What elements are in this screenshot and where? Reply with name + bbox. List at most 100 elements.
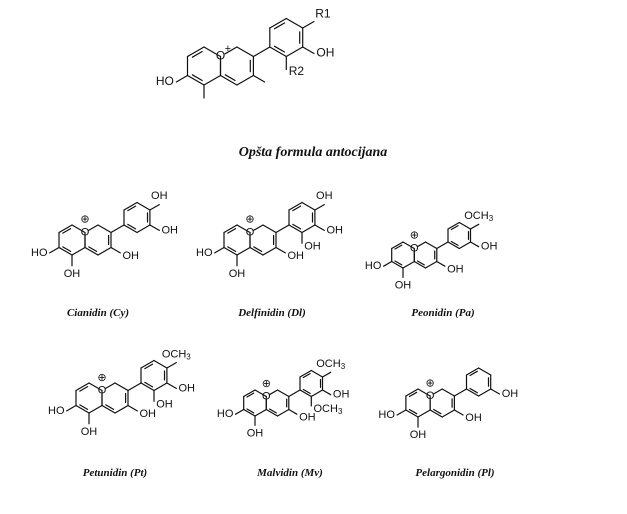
ring-b-bond xyxy=(140,359,155,369)
ring-b-link-bond xyxy=(453,388,468,397)
double-bond xyxy=(224,74,236,82)
ring-c-bond xyxy=(249,246,264,256)
ring-b-bond xyxy=(153,382,168,392)
substituent-bond xyxy=(436,260,446,267)
substituent-bond xyxy=(302,46,315,55)
double-bond xyxy=(469,370,478,377)
ring-c-bond xyxy=(276,389,290,398)
substituent-r1: R1 xyxy=(315,6,331,20)
ring-c-bond xyxy=(114,382,129,392)
substituent-5prime: OCH3 xyxy=(314,403,343,416)
substituent-bond xyxy=(166,362,177,369)
ring-b-bond xyxy=(285,17,304,29)
ring-oxygen-label: O xyxy=(262,390,271,402)
substituent-4prime: OH xyxy=(179,382,196,394)
ring-a-bond xyxy=(254,408,267,417)
ring-c-bond xyxy=(224,46,238,55)
ring-c-bond xyxy=(236,46,254,58)
ring-a-bond xyxy=(186,46,205,58)
ring-c-bond xyxy=(424,241,438,250)
caption-peonidin: Peonidin (Pa) xyxy=(411,307,474,319)
ring-a-bond xyxy=(75,404,90,414)
positive-charge: ⊕ xyxy=(425,377,434,389)
caption-delfinidin: Delfinidin (Dl) xyxy=(237,307,306,319)
ring-b-bond xyxy=(285,46,304,58)
substituent-bond xyxy=(66,404,77,412)
ring-a-bond xyxy=(71,224,86,234)
hydroxyl-7: HO xyxy=(31,247,48,259)
substituent-bond xyxy=(396,409,407,416)
double-bond xyxy=(450,225,459,231)
substituent-bond xyxy=(235,408,245,415)
ring-b-bond xyxy=(269,46,287,58)
ring-c-bond xyxy=(87,224,99,231)
substituent-bond xyxy=(469,223,480,230)
ring-oxygen-label: O xyxy=(216,49,225,63)
caption-petunidin: Petunidin (Pt) xyxy=(83,467,147,479)
substituent-bond xyxy=(321,371,332,378)
ring-c-bond xyxy=(265,408,279,417)
double-bond xyxy=(408,408,418,415)
hydroxyl-7: HO xyxy=(156,74,174,88)
caption-cianidin: Cianidin (Cy) xyxy=(67,307,129,319)
positive-charge: ⊕ xyxy=(97,372,106,384)
ring-a-bond xyxy=(186,74,205,86)
ring-a-bond xyxy=(88,382,103,392)
ring-b-bond xyxy=(136,201,151,211)
ring-a-bond xyxy=(405,409,419,418)
double-bond xyxy=(88,246,98,252)
hydroxyl-3: OH xyxy=(140,408,157,420)
caption-pelargonidin: Pelargonidin (Pl) xyxy=(415,467,494,479)
substituent-bond xyxy=(275,246,286,254)
positive-charge: + xyxy=(225,43,231,55)
substituent-bond xyxy=(383,260,393,267)
hydroxyl-7: HO xyxy=(378,409,395,421)
ring-b-link-bond xyxy=(288,389,301,398)
double-bond xyxy=(227,228,237,234)
ring-c-bond xyxy=(268,389,279,396)
double-bond xyxy=(246,392,255,398)
substituent-bond xyxy=(288,408,298,415)
substituent-3prime: OCH3 xyxy=(464,210,493,223)
double-bond xyxy=(450,240,459,246)
ring-b-bond xyxy=(301,224,316,234)
hydroxyl-3: OH xyxy=(465,412,482,424)
hydroxyl-7: HO xyxy=(196,247,213,259)
double-bond xyxy=(62,228,72,234)
ring-c-bond xyxy=(262,246,277,256)
ring-a-bond xyxy=(223,246,238,256)
ring-b-bond xyxy=(458,241,472,250)
ring-b-link-bond xyxy=(436,241,449,250)
substituent-bond xyxy=(252,74,266,83)
hydroxyl-7: HO xyxy=(365,260,382,272)
ring-b-link-bond xyxy=(275,224,290,234)
ring-a-bond xyxy=(417,409,431,418)
substituent-bond xyxy=(149,204,160,211)
hydroxyl-7: HO xyxy=(48,405,65,417)
substituent-5prime: OH xyxy=(304,241,321,253)
substituent-bond xyxy=(149,224,160,231)
ring-c-bond xyxy=(84,246,99,256)
substituent-4prime: OH xyxy=(502,388,519,400)
substituent-r2: R2 xyxy=(289,64,305,78)
double-bond xyxy=(292,223,302,230)
substituent-bond xyxy=(175,74,189,83)
ring-c-bond xyxy=(276,408,290,417)
ring-c-bond xyxy=(441,409,455,418)
ring-b-bond xyxy=(301,201,316,211)
ring-b-bond xyxy=(310,369,324,378)
ring-a-bond xyxy=(88,404,103,414)
substituent-bond xyxy=(127,404,138,412)
hydroxyl-5: OH xyxy=(64,268,81,280)
ring-oxygen-label: O xyxy=(426,390,435,402)
double-bond xyxy=(433,408,442,415)
substituent-bond xyxy=(49,246,60,254)
ring-c-bond xyxy=(97,246,112,256)
ring-c-bond xyxy=(104,382,116,389)
ring-b-bond xyxy=(288,224,303,234)
double-bond xyxy=(127,205,137,212)
